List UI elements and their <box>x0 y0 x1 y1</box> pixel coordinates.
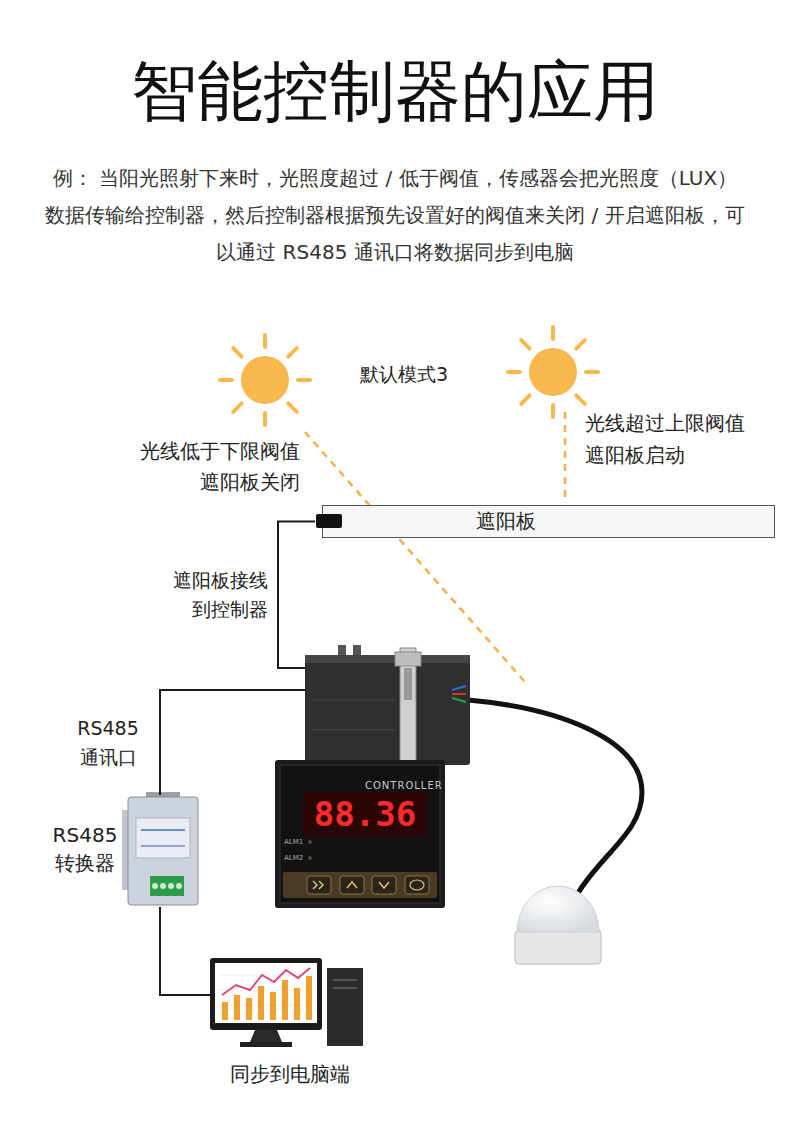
end-cap <box>316 514 342 528</box>
title: 智能控制器的应用 <box>0 50 790 134</box>
annotation-label: 光线低于下限阀值 遮阳板关闭 <box>125 436 300 498</box>
controller-box: CONTROLLER88.36ALM1ALM2 <box>275 652 470 910</box>
sunshade-bar: 遮阳板 <box>322 505 775 538</box>
controller-device <box>275 645 470 908</box>
annotation-label: 例： 当阳光照射下来时，光照度超过 / 低于阀值，传感器会把光照度（LUX）数据… <box>45 160 745 271</box>
annotation-label: 默认模式3 <box>360 361 448 387</box>
node-text: ALM2 <box>284 854 303 863</box>
sun-icon <box>220 335 310 425</box>
rs485-converter <box>122 792 198 905</box>
node-text: 同步到电脑端 <box>210 1061 370 1087</box>
sensor-cable <box>468 700 642 932</box>
light-sensor <box>515 886 601 964</box>
edge-label: 遮阳板接线 到控制器 <box>156 565 270 625</box>
annotation-label: 光线超过上限阀值 遮阳板启动 <box>585 407 765 471</box>
computer-box: 同步到电脑端 <box>210 955 378 1088</box>
node-text: 遮阳板 <box>476 506 536 537</box>
edge-label: RS485 通讯口 <box>68 713 148 773</box>
sun-icon <box>508 327 598 417</box>
light-ray <box>305 432 525 682</box>
node-text: CONTROLLER <box>365 780 443 792</box>
converter-box: RS485 转换器 <box>45 795 200 907</box>
node-text: 88.36 <box>303 792 427 836</box>
computer <box>210 958 363 1047</box>
node-text: ALM1 <box>284 838 303 847</box>
wire-connector <box>278 522 315 669</box>
wire-connector <box>160 907 210 995</box>
light-ray <box>564 412 567 500</box>
wire-connector <box>160 690 305 795</box>
node-text: RS485 转换器 <box>45 821 125 877</box>
